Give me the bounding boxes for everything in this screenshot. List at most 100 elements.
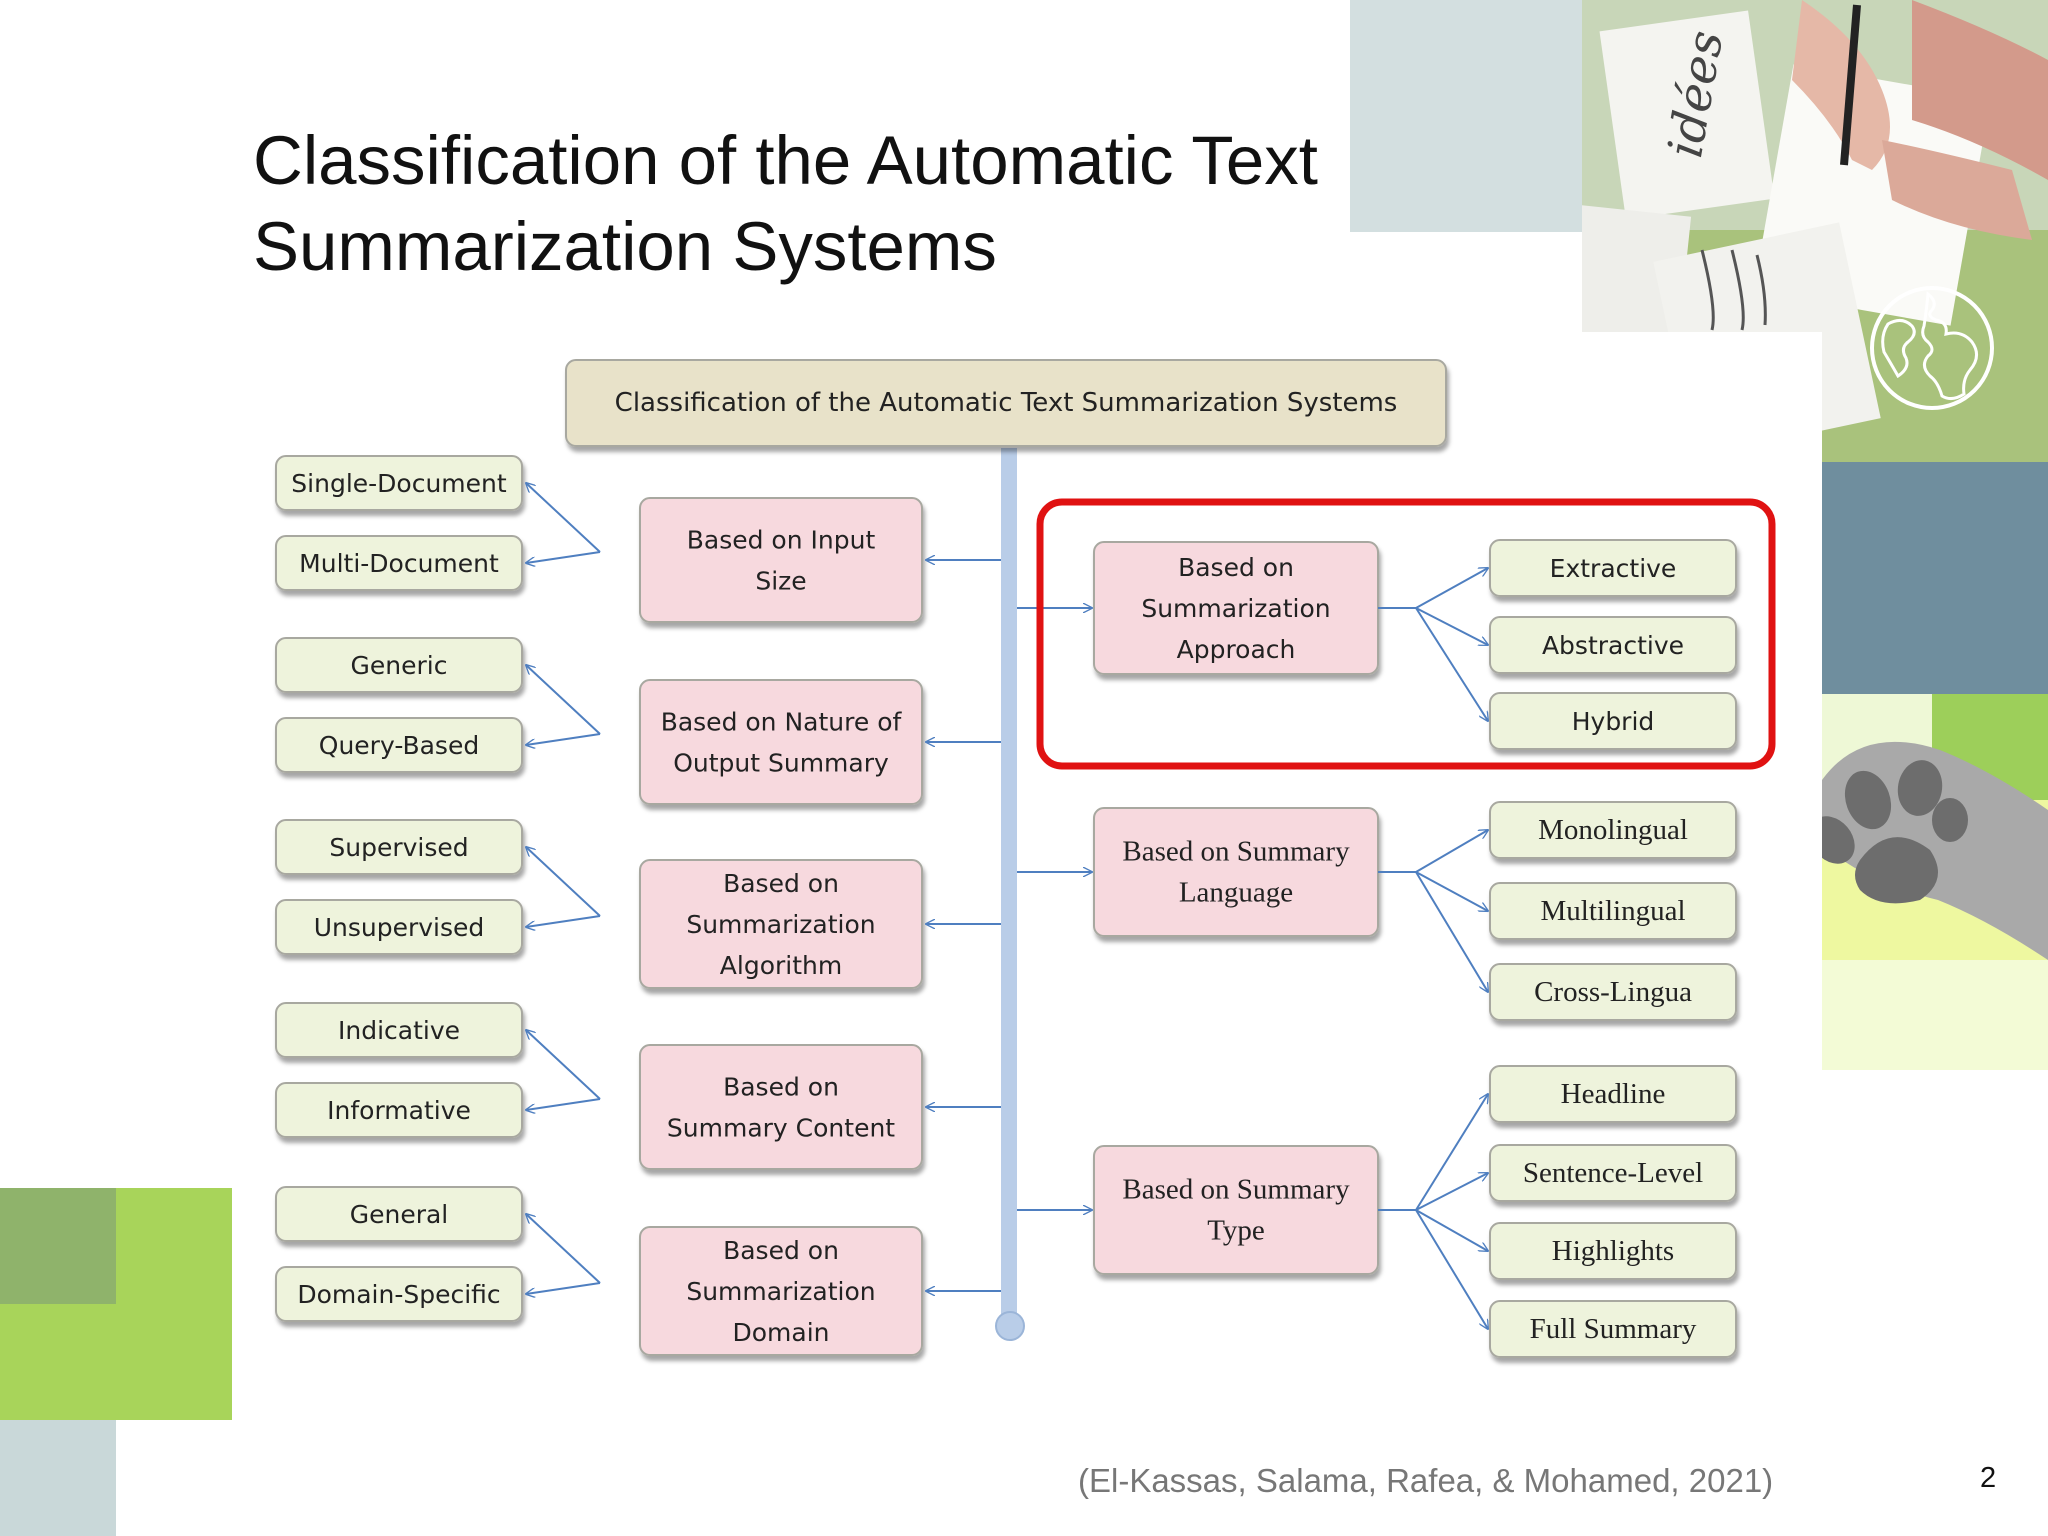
connector-right-2-2 [1415,871,1488,911]
category-left-5-label: Summarization [686,1277,875,1306]
pen-photo: idées [1582,0,2048,462]
root-box: Classification of the Automatic Text Sum… [565,359,1447,447]
category-left-5-label: Based on [723,1236,839,1265]
deco-block-bl-gray [0,1420,116,1536]
leaf-left-5-2-shape [275,1266,523,1322]
leaf-left-4-2: Informative [275,1082,523,1138]
category-left-1-shape [639,497,923,623]
category-left-5-shape [639,1226,923,1356]
leaf-left-3-2-label: Unsupervised [314,913,485,942]
category-left-2: Based on Nature of Output Summary [639,679,923,805]
leaf-left-4-2-label: Informative [327,1096,471,1125]
root-box-label: Classification of the Automatic Text Sum… [615,388,1398,418]
leaf-right-1-2: Abstractive [1489,616,1737,674]
leaf-right-2-3-label: Cross-Lingua [1534,976,1692,1008]
leaf-right-1-3-label: Hybrid [1572,707,1655,736]
leaf-left-2-2-label: Query-Based [319,731,479,760]
leaf-left-1-1-shape [275,455,523,511]
leaf-left-2-2: Query-Based [275,717,523,773]
leaf-left-4-1-label: Indicative [338,1016,460,1045]
leaf-right-1-1-label: Extractive [1550,554,1677,583]
connector-left-5-2 [526,1282,601,1294]
leaf-left-2-1: Generic [275,637,523,693]
leaf-right-1-2-label: Abstractive [1542,631,1684,660]
leaf-right-1-3: Hybrid [1489,692,1737,750]
leaf-left-1-1-label: Single-Document [291,469,507,498]
slide-title-line-1: Classification of the Automatic Text [253,122,1318,199]
citation: (El-Kassas, Salama, Rafea, & Mohamed, 20… [1078,1462,1774,1499]
category-right-1-label: Based on [1178,553,1294,582]
connector-left-4-2 [526,1098,601,1110]
leaf-right-1-1: Extractive [1489,539,1737,597]
connector-left-2-1 [526,665,601,735]
leaf-left-5-2: Domain-Specific [275,1266,523,1322]
connector-right-1-3 [1415,607,1488,721]
leaf-left-1-2-label: Multi-Document [299,549,499,578]
category-left-3-label: Summarization [686,910,875,939]
highlight-box [1036,498,1776,770]
category-left-3-shape [639,859,923,989]
category-left-2-shape [639,679,923,805]
connector-right-3-3 [1415,1209,1488,1251]
connector-left-3-2 [526,915,601,927]
leaf-left-4-1-shape [275,1002,523,1058]
leaf-right-1-3-shape [1489,692,1737,750]
globe-icon [1870,286,1994,410]
deco-block-right-blue [1822,462,2048,694]
leaf-left-3-1-label: Supervised [329,833,468,862]
leaf-right-3-1-label: Headline [1561,1078,1666,1110]
leaf-right-2-1-label: Monolingual [1538,814,1688,846]
leaf-left-1-1: Single-Document [275,455,523,511]
category-left-4-label: Based on [723,1073,839,1102]
connector-right-3-4 [1415,1209,1488,1329]
deco-block-bl-dark [0,1188,116,1304]
leaf-left-4-2-shape [275,1082,523,1138]
category-right-1-label: Approach [1177,635,1296,664]
root-box-shape [565,359,1447,447]
trunk-line [1001,448,1017,1323]
category-right-3-shape [1093,1145,1379,1275]
leaf-left-5-2-label: Domain-Specific [297,1280,500,1309]
category-right-2-shape [1093,807,1379,937]
leaf-right-3-4: Full Summary [1489,1300,1737,1358]
trunk-end [995,1311,1025,1341]
leaf-right-2-3: Cross-Lingua [1489,963,1737,1021]
connector-right-1-1 [1415,568,1488,609]
category-left-4-shape [639,1044,923,1170]
leaf-left-1-2-shape [275,535,523,591]
connector-left-4-1 [526,1030,601,1100]
leaf-left-3-2: Unsupervised [275,899,523,955]
slide-title: Classification of the Automatic Text Sum… [253,118,1403,290]
leaf-left-1-2: Multi-Document [275,535,523,591]
leaf-left-3-1: Supervised [275,819,523,875]
category-right-2-label: Based on Summary [1122,836,1350,868]
leaf-right-3-1-shape [1489,1065,1737,1123]
category-left-2-label: Based on Nature of [661,708,903,737]
connector-right-3-1 [1415,1094,1488,1211]
category-left-2-label: Output Summary [673,749,889,778]
leaf-right-2-1: Monolingual [1489,801,1737,859]
leaf-left-3-2-shape [275,899,523,955]
connector-left-5-1 [526,1214,601,1284]
leaf-left-5-1-label: General [350,1200,449,1229]
category-left-3-label: Based on [723,869,839,898]
leaf-left-5-1-shape [275,1186,523,1242]
category-left-5-label: Domain [732,1318,829,1347]
category-right-3-label: Type [1207,1215,1265,1247]
leaf-right-3-4-shape [1489,1300,1737,1358]
connector-right-2-1 [1415,830,1488,873]
category-left-4-label: Summary Content [667,1114,895,1143]
leaf-left-2-1-label: Generic [351,651,448,680]
leaf-right-3-3-label: Highlights [1552,1235,1674,1267]
connector-left-2-2 [526,733,601,745]
leaf-left-2-1-shape [275,637,523,693]
category-left-3-label: Algorithm [720,951,842,980]
page-number: 2 [1980,1462,1997,1494]
